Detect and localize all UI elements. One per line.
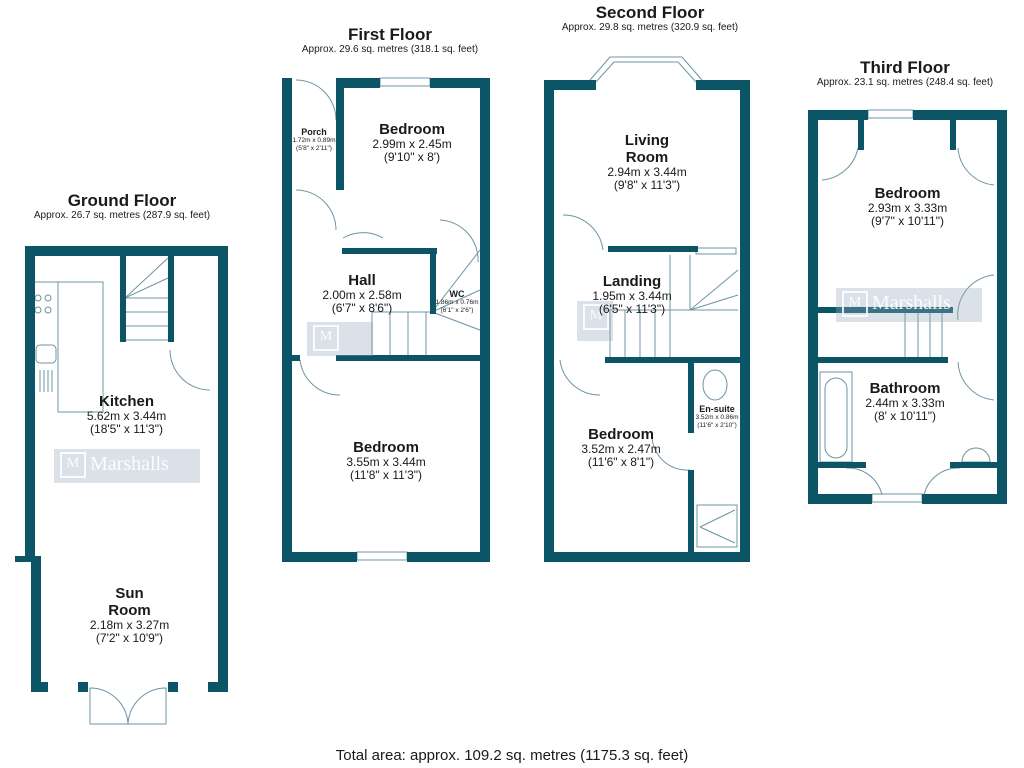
room-imperial: (9'7" x 10'11"): [871, 214, 944, 228]
room-kitchen: Kitchen 5.62m x 3.44m (18'5" x 11'3"): [35, 393, 218, 436]
room-imperial: (8' x 10'11"): [874, 409, 936, 423]
room-porch: Porch 1.72m x 0.89m (5'8" x 2'11"): [288, 127, 340, 153]
room-metric: 2.99m x 2.45m: [372, 137, 452, 151]
third-floor-header: Third Floor Approx. 23.1 sq. metres (248…: [790, 58, 1020, 89]
room-bedroom-first-front: Bedroom 2.99m x 2.45m (9'10" x 8'): [344, 121, 480, 164]
room-bedroom-second: Bedroom 3.52m x 2.47m (11'6" x 8'1"): [554, 426, 688, 469]
walls: [15, 78, 1007, 692]
room-metric: 2.00m x 2.58m: [322, 288, 402, 302]
room-imperial: (5'8" x 2'11"): [296, 145, 332, 152]
floor-title: Second Floor: [595, 3, 705, 22]
room-landing: Landing 1.95m x 3.44m (6'5" x 11'3"): [562, 273, 702, 316]
room-bathroom: Bathroom 2.44m x 3.33m (8' x 10'11"): [850, 380, 960, 423]
second-floor-header: Second Floor Approx. 29.8 sq. metres (32…: [530, 3, 770, 34]
room-metric: 2.93m x 3.33m: [867, 201, 948, 215]
room-name: En-suite: [699, 404, 735, 414]
room-name-line2: Room: [108, 602, 151, 619]
room-name: Bedroom: [588, 426, 654, 443]
room-name: Sun: [115, 585, 144, 602]
floor-area: Approx. 29.6 sq. metres (318.1 sq. feet): [301, 44, 479, 55]
m-logo-icon: M: [60, 452, 86, 479]
room-name: Landing: [602, 273, 662, 290]
floor-area: Approx. 29.8 sq. metres (320.9 sq. feet): [561, 22, 739, 33]
first-floor-header: First Floor Approx. 29.6 sq. metres (318…: [270, 25, 510, 56]
m-logo-icon: M: [842, 291, 868, 318]
room-bedroom-first-rear: Bedroom 3.55m x 3.44m (11'8" x 11'3"): [292, 439, 480, 482]
ground-floor-header: Ground Floor Approx. 26.7 sq. metres (28…: [0, 191, 244, 222]
room-metric: 1.95m x 3.44m: [592, 289, 672, 303]
marshalls-watermark: M: [577, 301, 613, 341]
first-floor-fixtures: [295, 77, 481, 561]
floor-area: Approx. 23.1 sq. metres (248.4 sq. feet): [816, 77, 994, 88]
room-metric: 2.94m x 3.44m: [607, 165, 687, 179]
room-bedroom-third: Bedroom 2.93m x 3.33m (9'7" x 10'11"): [818, 185, 997, 228]
room-metric: 1.72m x 0.89m: [292, 137, 336, 144]
room-metric: 2.44m x 3.33m: [865, 396, 945, 410]
room-name: Bedroom: [874, 185, 941, 202]
room-imperial: (11'8" x 11'3"): [349, 468, 423, 482]
m-logo-icon: M: [583, 304, 609, 331]
room-name: Bathroom: [869, 380, 941, 397]
room-imperial: (9'8" x 11'3"): [613, 178, 681, 192]
room-metric: 1.86m x 0.76m: [435, 299, 479, 306]
room-wc: WC 1.86m x 0.76m (6'1" x 2'6"): [432, 289, 482, 315]
room-name: Hall: [348, 272, 376, 289]
room-name: Living: [624, 132, 670, 149]
room-hall: Hall 2.00m x 2.58m (6'7" x 8'6"): [292, 272, 432, 315]
room-name: Bedroom: [379, 121, 445, 138]
room-imperial: (9'10" x 8'): [383, 150, 441, 164]
room-metric: 3.52m x 0.86m: [695, 414, 739, 421]
total-area: Total area: approx. 109.2 sq. metres (11…: [335, 747, 689, 764]
room-name: Kitchen: [98, 393, 154, 410]
room-name: WC: [449, 289, 465, 299]
room-imperial: (18'5" x 11'3"): [90, 422, 163, 436]
second-floor-fixtures: [559, 56, 739, 548]
floor-title: Third Floor: [860, 58, 950, 77]
room-sun-room: Sun Room 2.18m x 3.27m (7'2" x 10'9"): [41, 585, 218, 645]
room-imperial: (7'2" x 10'9"): [95, 631, 164, 645]
room-imperial: (6'5" x 11'3"): [598, 302, 666, 316]
floor-title: Ground Floor: [67, 191, 177, 210]
marshalls-watermark: M: [307, 322, 373, 356]
room-en-suite: En-suite 3.52m x 0.86m (11'6" x 2'10"): [692, 404, 742, 430]
floor-area: Approx. 26.7 sq. metres (287.9 sq. feet): [33, 210, 211, 221]
room-name-line2: Room: [625, 149, 669, 166]
room-metric: 3.55m x 3.44m: [346, 455, 426, 469]
room-living-room: Living Room 2.94m x 3.44m (9'8" x 11'3"): [554, 132, 740, 192]
m-logo-icon: M: [313, 325, 339, 352]
room-imperial: (11'6" x 2'10"): [697, 422, 737, 429]
room-metric: 3.52m x 2.47m: [581, 442, 661, 456]
room-metric: 2.18m x 3.27m: [89, 618, 170, 632]
room-name: Bedroom: [353, 439, 419, 456]
room-name: Porch: [301, 127, 327, 137]
floor-title: First Floor: [347, 25, 433, 44]
room-imperial: (11'6" x 8'1"): [587, 455, 655, 469]
room-imperial: (6'1" x 2'6"): [440, 307, 474, 314]
room-metric: 5.62m x 3.44m: [86, 409, 167, 423]
room-imperial: (6'7" x 8'6"): [331, 301, 393, 315]
